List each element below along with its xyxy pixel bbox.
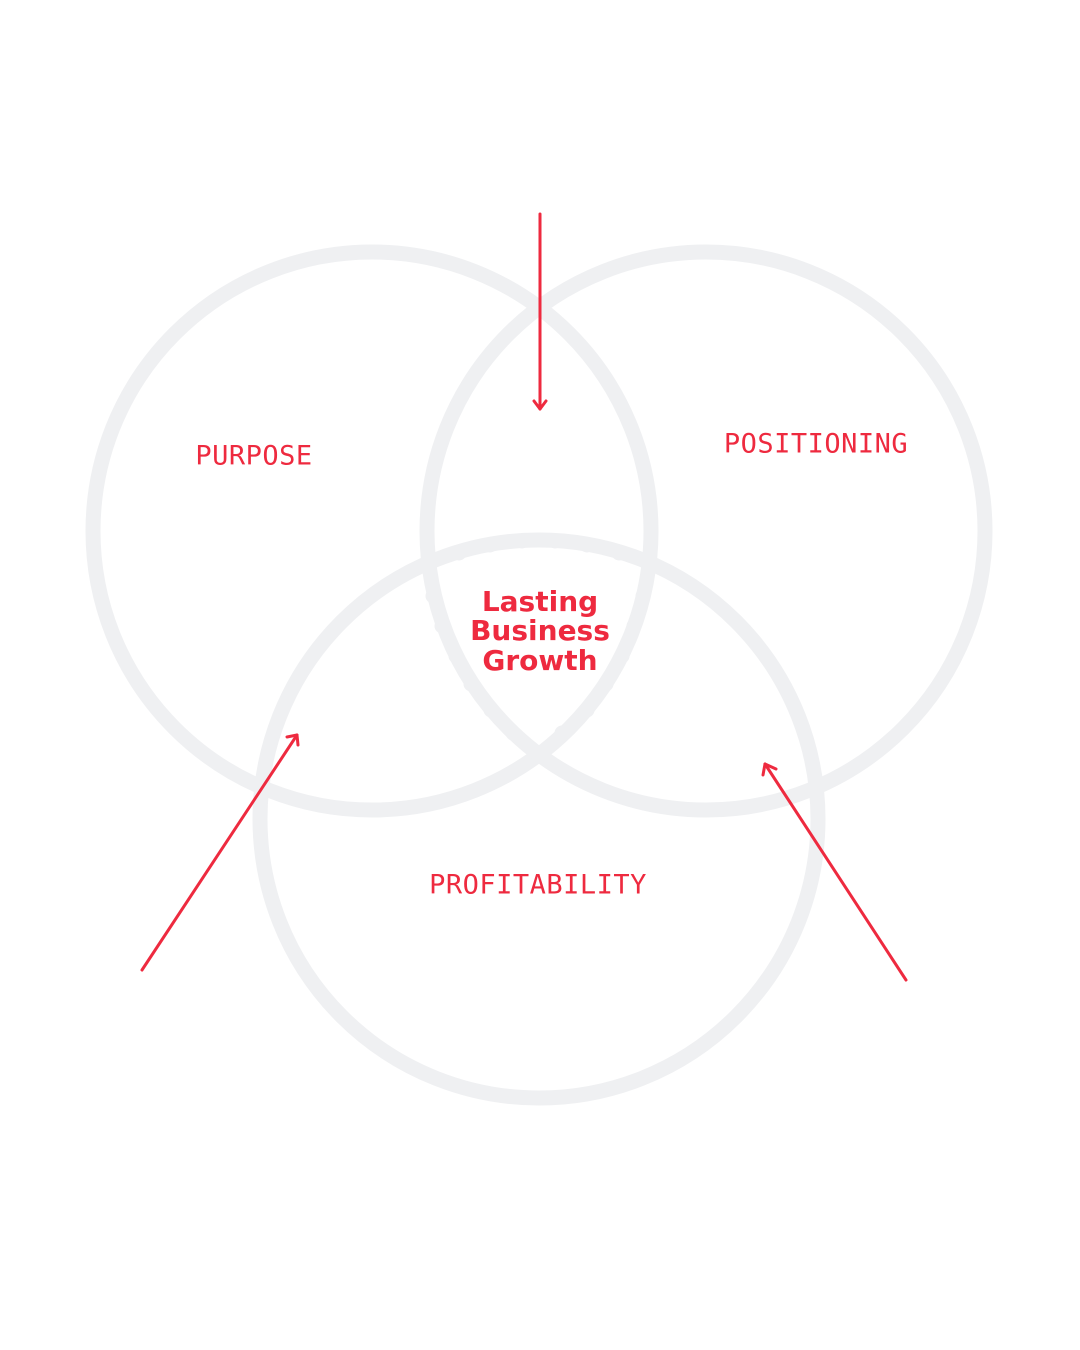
center-title-line2: Business: [470, 614, 610, 647]
outline-dot: [611, 545, 627, 561]
outline-dot: [554, 725, 570, 741]
outline-dot: [434, 618, 450, 634]
outline-dot: [598, 676, 614, 692]
center-dotted-outline: [425, 533, 651, 741]
center-title-line3: Growth: [482, 644, 597, 677]
outline-dot: [514, 533, 530, 549]
outline-dot: [635, 588, 651, 604]
outline-dot: [448, 648, 464, 664]
center-title-line1: Lasting: [482, 585, 598, 618]
outline-dot: [451, 545, 467, 561]
outline-dot: [425, 588, 441, 604]
purpose-circle: [85, 244, 659, 818]
outline-dot: [579, 537, 595, 553]
profitability-circle: [252, 532, 826, 1106]
outline-dot: [463, 676, 479, 692]
profitability-label: PROFITABILITY: [429, 870, 647, 901]
outline-dot: [547, 533, 563, 549]
positioning-label: POSITIONING: [724, 429, 908, 460]
arrow-bottom-left: [140, 733, 300, 972]
outline-dot: [482, 537, 498, 553]
outline-dot: [614, 648, 630, 664]
outline-dot: [483, 702, 499, 718]
outline-dot: [626, 618, 642, 634]
positioning-circle: [419, 244, 993, 818]
purpose-label: PURPOSE: [195, 441, 312, 472]
outline-dot: [505, 725, 521, 741]
arrow-top: [532, 212, 548, 411]
outline-dot: [579, 702, 595, 718]
arrow-bottom-right: [761, 762, 908, 982]
